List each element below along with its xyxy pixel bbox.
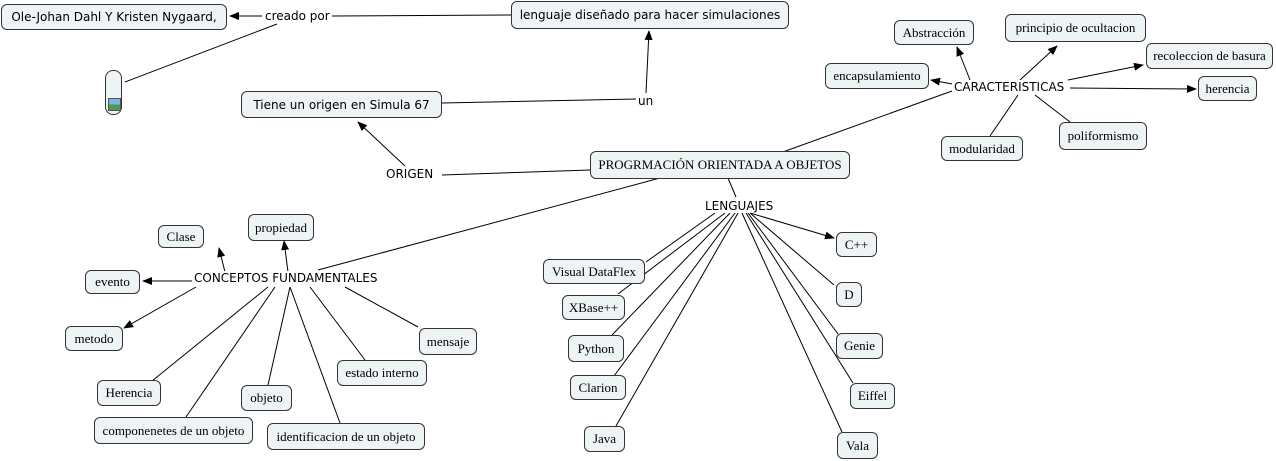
label-un: un — [636, 94, 656, 108]
python-node[interactable]: Python — [568, 335, 624, 362]
visual-dataflex-node[interactable]: Visual DataFlex — [543, 259, 645, 284]
label-creado-por: creado por — [263, 9, 332, 23]
poo-node[interactable]: PROGRMACIÓN ORIENTADA A OBJETOS — [590, 151, 850, 179]
herencia-car-node[interactable]: herencia — [1198, 76, 1257, 101]
recoleccion-node[interactable]: recoleccion de basura — [1146, 43, 1273, 69]
abstraccion-node[interactable]: Abstracción — [894, 20, 974, 45]
identificacion-node[interactable]: identificacion de un objeto — [267, 423, 425, 450]
metodo-node[interactable]: metodo — [65, 326, 123, 351]
mensaje-node[interactable]: mensaje — [419, 328, 477, 355]
ole-johan-node[interactable]: Ole-Johan Dahl Y Kristen Nygaard, — [1, 4, 227, 30]
xbase-node[interactable]: XBase++ — [562, 295, 625, 320]
label-lenguajes: LENGUAJES — [703, 199, 776, 213]
java-node[interactable]: Java — [584, 426, 625, 452]
poliformismo-node[interactable]: poliformismo — [1059, 122, 1147, 150]
image-node[interactable] — [105, 70, 122, 115]
image-icon — [108, 98, 121, 111]
componentes-node[interactable]: componenetes de un objeto — [94, 417, 253, 444]
tiene-origen-node[interactable]: Tiene un origen en Simula 67 — [241, 91, 442, 118]
lenguaje-disenado-node[interactable]: lenguaje diseñado para hacer simulacione… — [511, 1, 789, 29]
label-origen: ORIGEN — [384, 167, 436, 181]
genie-node[interactable]: Genie — [836, 333, 883, 359]
label-caracteristicas: CARACTERISTICAS — [952, 80, 1067, 94]
eiffel-node[interactable]: Eiffel — [850, 383, 895, 409]
estado-interno-node[interactable]: estado interno — [337, 360, 427, 386]
propiedad-node[interactable]: propiedad — [248, 214, 314, 241]
d-node[interactable]: D — [836, 282, 862, 307]
clase-node[interactable]: Clase — [158, 225, 204, 248]
label-conceptos: CONCEPTOS FUNDAMENTALES — [192, 271, 380, 285]
clarion-node[interactable]: Clarion — [570, 375, 626, 400]
evento-node[interactable]: evento — [85, 270, 140, 294]
modularidad-node[interactable]: modularidad — [941, 136, 1023, 161]
objeto-node[interactable]: objeto — [241, 385, 292, 411]
cpp-node[interactable]: C++ — [836, 232, 877, 257]
encapsulamiento-node[interactable]: encapsulamiento — [825, 63, 929, 89]
vala-node[interactable]: Vala — [837, 432, 878, 459]
herencia-con-node[interactable]: Herencia — [97, 380, 161, 406]
principio-node[interactable]: principio de ocultacion — [1005, 14, 1146, 42]
